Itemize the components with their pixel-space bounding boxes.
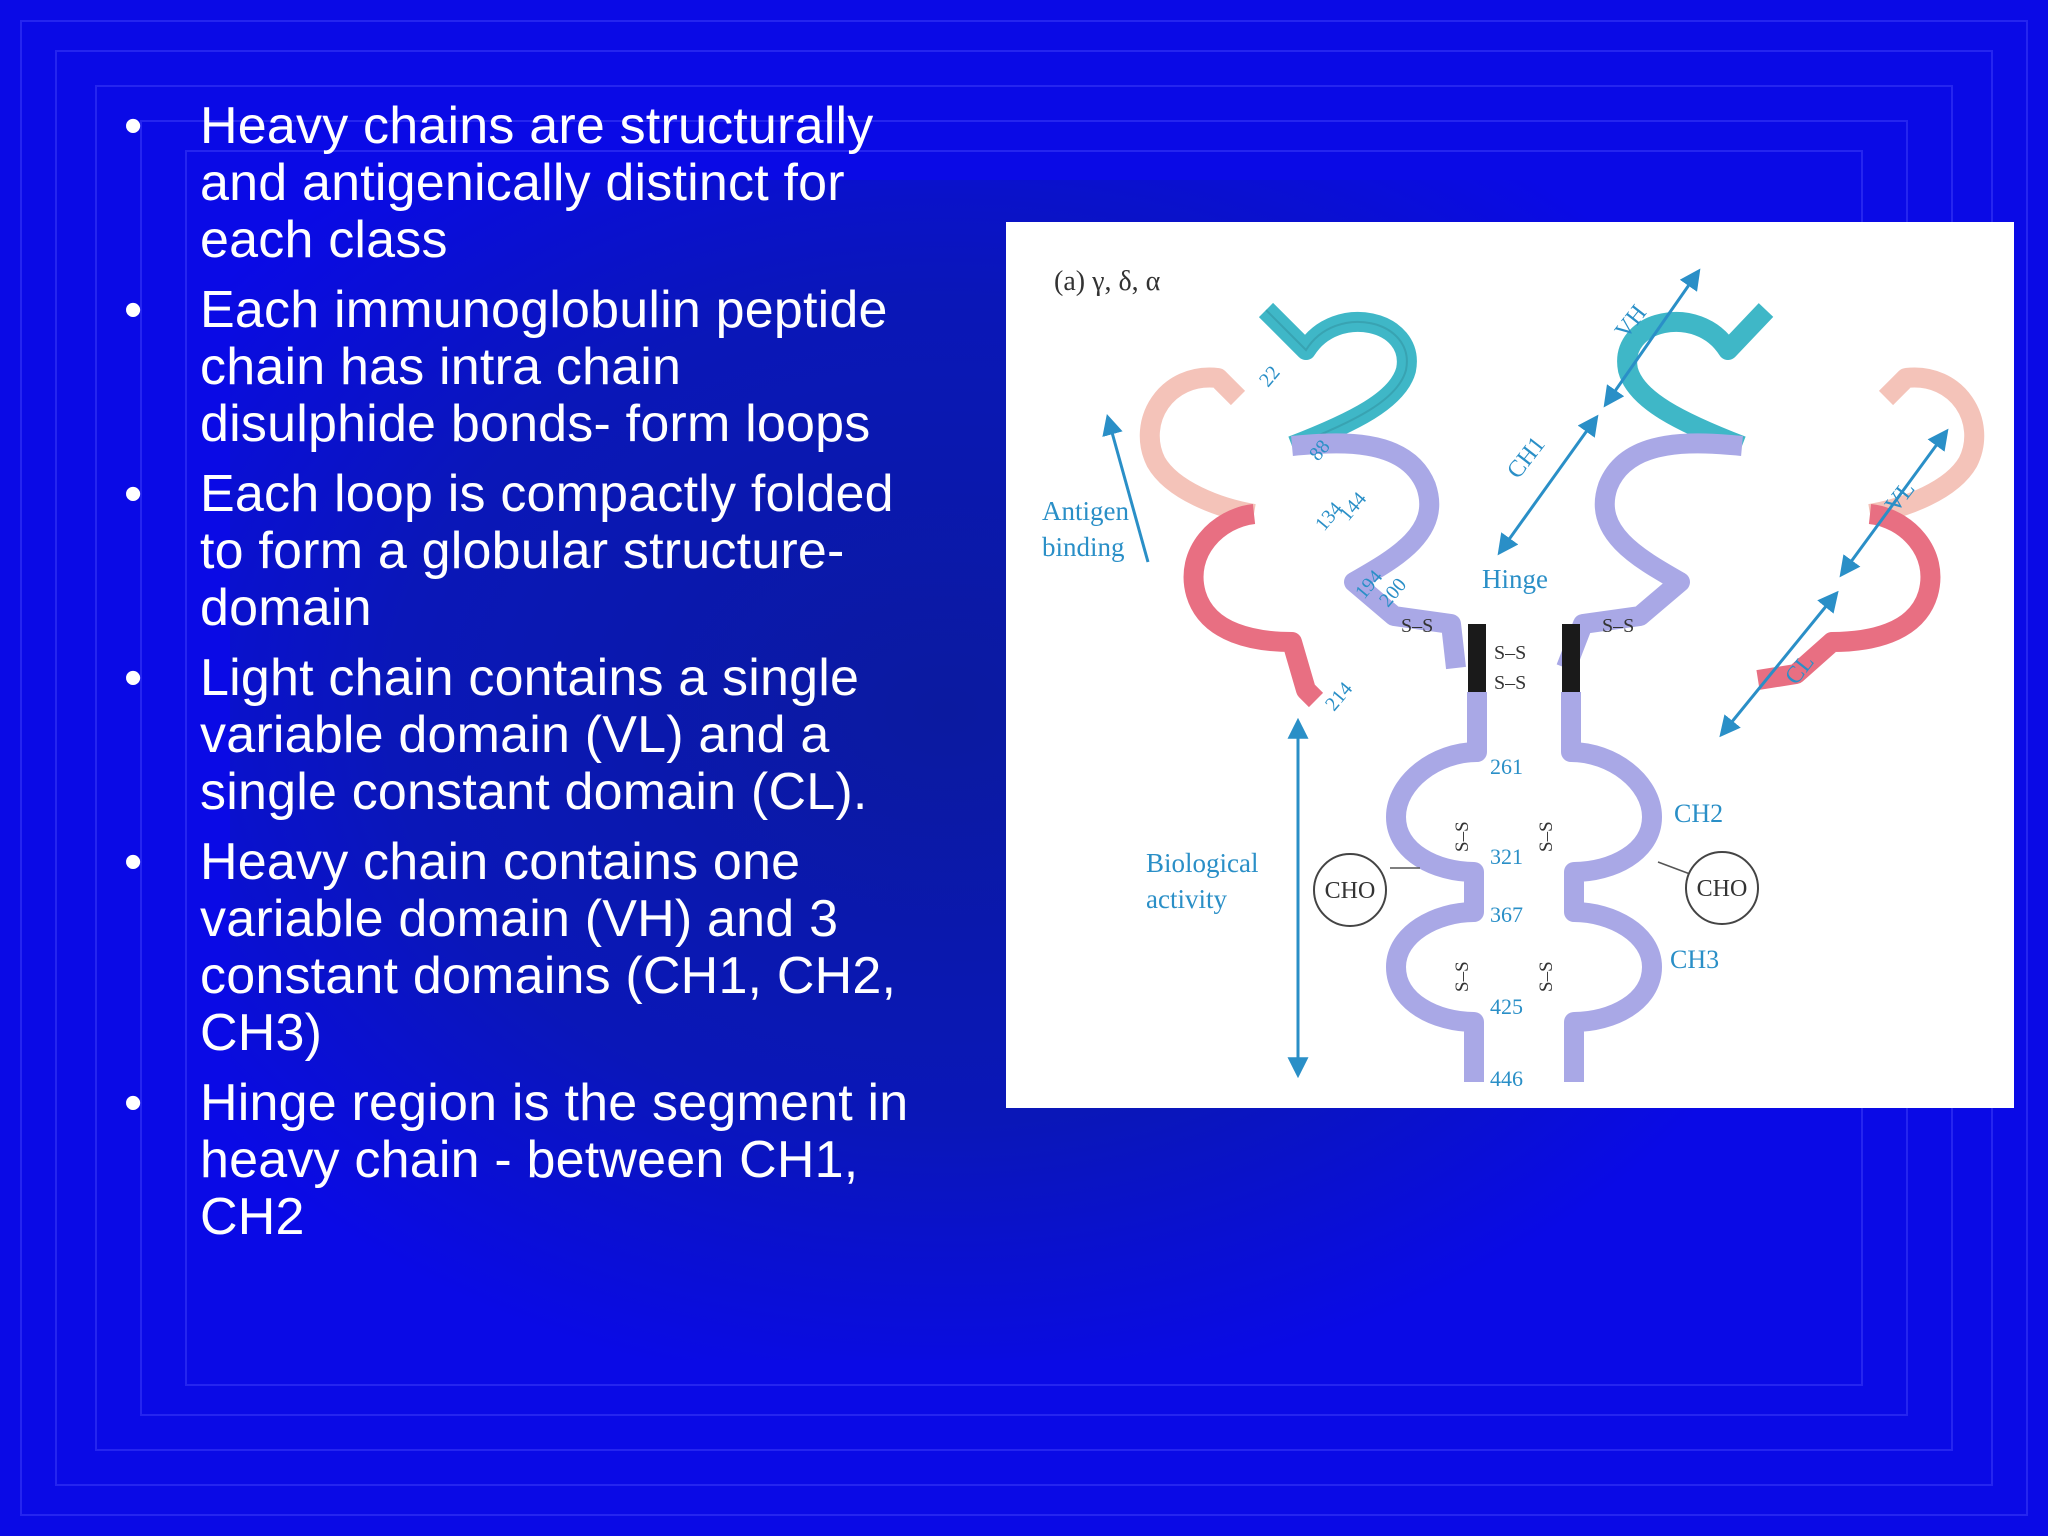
cl-arrow [1719,590,1839,738]
bullet-line: constant domains (CH1, CH2, [200,947,897,1005]
residue-214: 214 [1321,678,1357,715]
left-interchain-disulfide: S–S [1401,615,1433,637]
cho-right-circle [1685,851,1759,925]
bullet-line: Heavy chains are structurally [200,97,874,155]
vl-arrow [1839,428,1949,578]
left-cl-domain [1183,504,1324,708]
bullet-dot: • [124,465,143,523]
cho-left-label: CHO [1325,878,1376,904]
antibody-structure-diagram: (a) γ, δ, α S–S S–S S–S S–S S–S S–S S–S … [1042,266,1985,1091]
left-vl-domain [1139,367,1256,524]
cho-right-link [1657,861,1691,875]
ch3-label: CH3 [1670,945,1719,974]
residue-367: 367 [1490,902,1523,927]
bullet-line: domain [200,579,372,637]
bullet-line: Each immunoglobulin peptide [200,281,888,339]
bullet-line: Hinge region is the segment in [200,1074,909,1132]
antigen-binding-label-line1: Antigen [1042,496,1129,526]
bullet-line: heavy chain - between CH1, [200,1131,859,1189]
right-interchain-disulfide: S–S [1602,615,1634,637]
vh-arrow [1603,268,1701,408]
bullet-dot: • [124,281,143,339]
ch1-arrow [1497,414,1599,556]
bullet-dot: • [124,833,143,891]
fc-disulfide-ch2-left: S–S [1452,821,1473,852]
bullet-line: variable domain (VL) and a [200,706,830,764]
biological-activity-label-line1: Biological [1146,848,1258,878]
hinge-disulfide-2: S–S [1494,672,1526,694]
cho-right-label: CHO [1697,876,1748,902]
bullet-line: variable domain (VH) and 3 [200,890,839,948]
bullet-dot: • [124,1074,143,1132]
bullet-line: to form a globular structure- [200,522,845,580]
bullet-line: chain has intra chain [200,338,682,396]
bullet-line: and antigenically distinct for [200,154,845,212]
left-vh-domain [1258,302,1417,456]
residue-22: 22 [1255,362,1285,391]
fc-disulfide-ch2-right: S–S [1536,821,1557,852]
bullet-line: Each loop is compactly folded [200,465,894,523]
bullet-line: Heavy chain contains one [200,833,801,891]
residue-321: 321 [1490,844,1523,869]
residue-261: 261 [1490,754,1523,779]
residue-446: 446 [1490,1066,1523,1091]
hinge-label: Hinge [1482,564,1548,594]
bullet-dot: • [124,97,143,155]
bullet-line: each class [200,211,448,269]
right-cl-domain [1756,504,1941,690]
right-ch1-domain [1556,433,1743,672]
left-vh-outline [1265,309,1408,447]
biological-activity-label-line2: activity [1146,884,1227,914]
bullet-line: CH3) [200,1004,323,1062]
left-fc-chain [1386,692,1487,1082]
antibody-diagram-panel: (a) γ, δ, α S–S S–S S–S S–S S–S S–S S–S … [1006,222,2014,1108]
right-vh-domain [1617,303,1774,456]
ch2-label: CH2 [1674,799,1723,828]
antigen-binding-arrow [1102,413,1150,563]
antigen-binding-label-line2: binding [1042,532,1125,562]
fc-disulfide-ch3-right: S–S [1536,961,1557,992]
left-ch1-domain [1291,433,1466,670]
bullet-line: CH2 [200,1188,305,1246]
residue-425: 425 [1490,994,1523,1019]
bullet-line: Light chain contains a single [200,649,860,707]
ch1-label: CH1 [1502,432,1550,484]
bullet-dot: • [124,649,143,707]
cho-left-circle [1313,853,1387,927]
right-fc-chain [1561,692,1662,1082]
bullet-line: single constant domain (CL). [200,763,868,821]
panel-label: (a) γ, δ, α [1054,266,1161,297]
fc-disulfide-ch3-left: S–S [1452,961,1473,992]
bullet-line: disulphide bonds- form loops [200,395,871,453]
hinge-disulfide-1: S–S [1494,642,1526,664]
